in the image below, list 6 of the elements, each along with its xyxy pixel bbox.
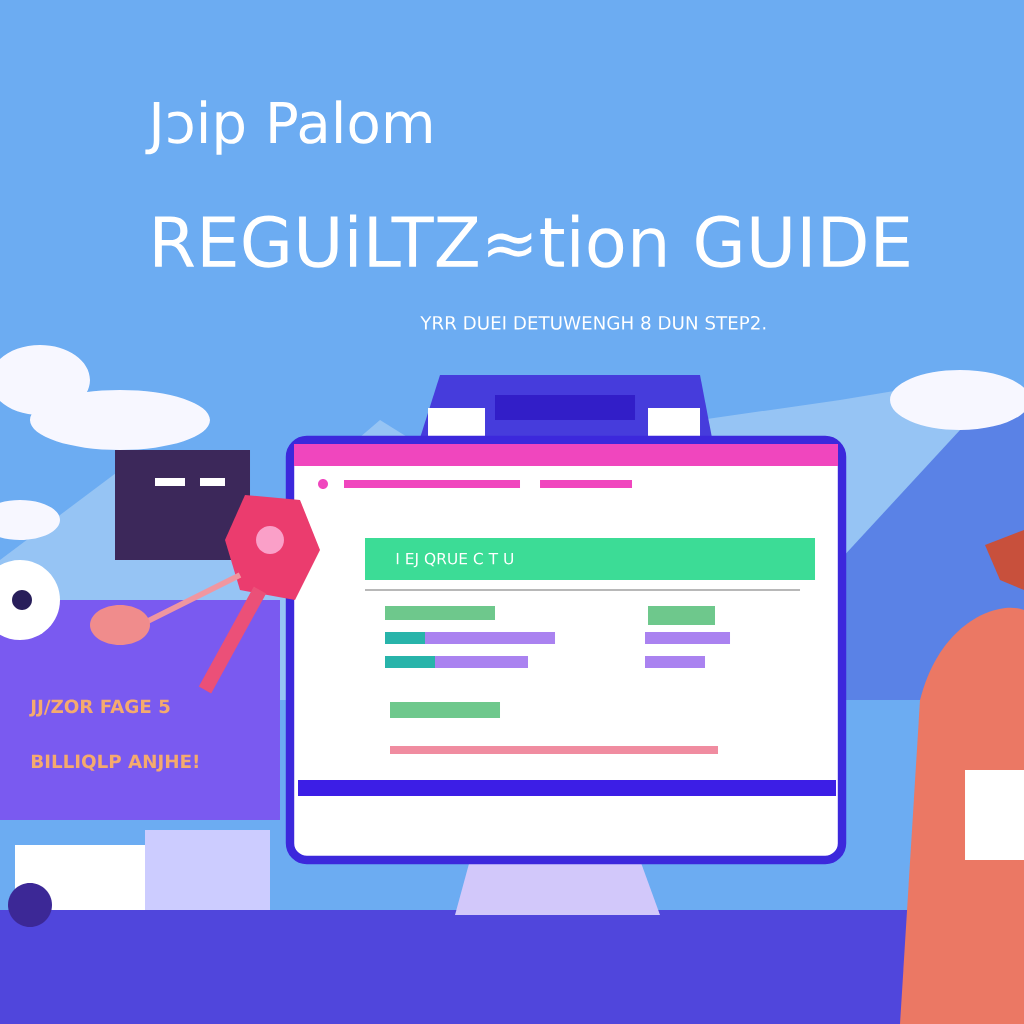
tagline: YRR DUEI DETUWENGH 8 DUN STEP2. <box>420 315 766 330</box>
header-text: I EJ QRUE C T U <box>396 552 513 568</box>
title: Jɔip Palom <box>145 100 431 155</box>
banner-text: BILLIQLP ANJHE! <box>31 754 198 772</box>
subtitle: REGUiLTZ≈tion GUIDE <box>155 214 909 268</box>
banner-text: JJ/ZOR FAGE 5 <box>29 699 170 717</box>
